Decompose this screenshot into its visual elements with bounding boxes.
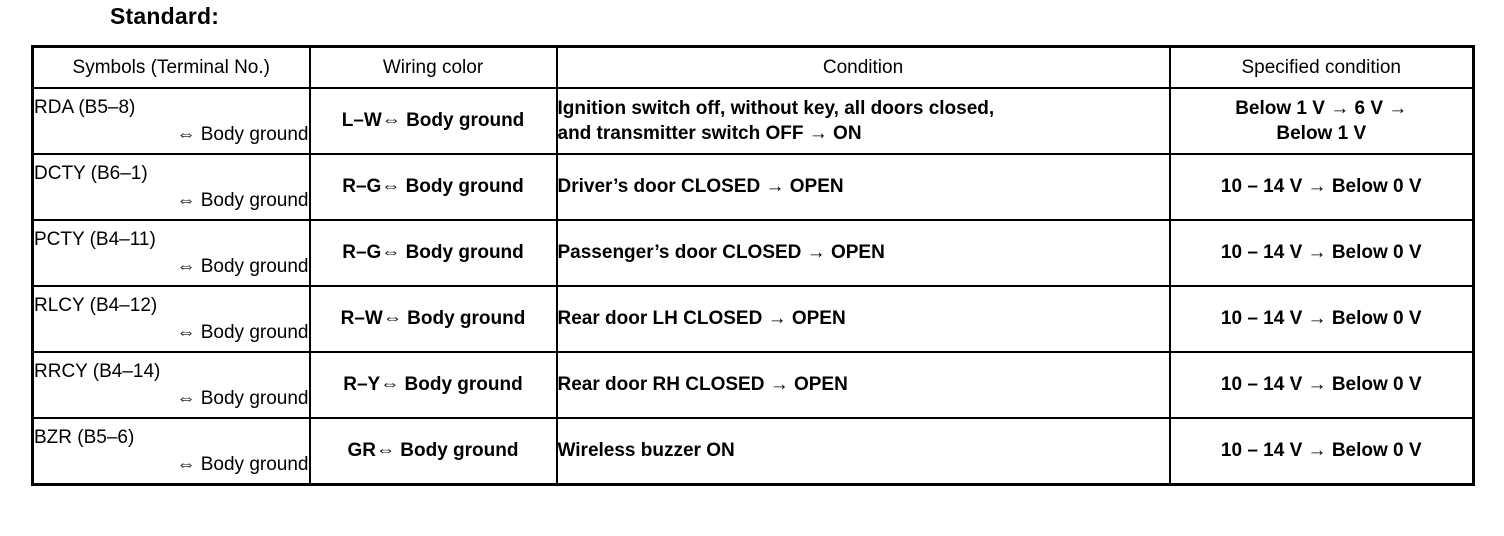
cell-specified-condition: Below 1 V → 6 V → Below 1 V [1168, 87, 1475, 155]
table-row: PCTY (B4–11) ⇔ Body ground R–G⇔ Body gro… [31, 219, 1475, 287]
specified-line: 10 – 14 V → Below 0 V [1220, 242, 1422, 264]
cell-specified-condition: 10 – 14 V → Below 0 V [1168, 285, 1475, 353]
symbol-terminal: PCTY (B4–11) [34, 228, 156, 250]
symbol-terminal: RLCY (B4–12) [34, 294, 158, 316]
condition-line: Rear door RH CLOSED → OPEN [557, 374, 848, 396]
cell-condition: Rear door RH CLOSED → OPEN [555, 351, 1171, 419]
cell-symbols: BZR (B5–6) ⇔ Body ground [31, 417, 311, 486]
specified-line: Below 1 V → 6 V → [1235, 97, 1408, 119]
symbol-terminal: BZR (B5–6) [34, 426, 135, 448]
cell-wiring-color: GR⇔ Body ground [308, 417, 558, 486]
symbol-reference: ⇔ Body ground [176, 388, 309, 409]
table-row: BZR (B5–6) ⇔ Body ground GR⇔ Body ground… [31, 417, 1475, 486]
condition-line: Wireless buzzer ON [557, 440, 735, 462]
symbol-reference: ⇔ Body ground [176, 322, 309, 343]
cell-symbols: RRCY (B4–14) ⇔ Body ground [31, 351, 311, 419]
cell-wiring-color: R–G⇔ Body ground [308, 153, 558, 221]
cell-specified-condition: 10 – 14 V → Below 0 V [1168, 417, 1475, 486]
cell-symbols: RDA (B5–8) ⇔ Body ground [31, 87, 311, 155]
condition-line: Ignition switch off, without key, all do… [557, 97, 995, 119]
symbol-terminal: RDA (B5–8) [34, 96, 136, 118]
symbol-reference: ⇔ Body ground [176, 454, 309, 475]
table-row: RRCY (B4–14) ⇔ Body ground R–Y⇔ Body gro… [31, 351, 1475, 419]
standard-table-container: Symbols (Terminal No.) Wiring color Cond… [31, 45, 1475, 486]
table-header-row: Symbols (Terminal No.) Wiring color Cond… [31, 45, 1475, 89]
table-header: Symbols (Terminal No.) Wiring color Cond… [31, 45, 1475, 89]
cell-symbols: PCTY (B4–11) ⇔ Body ground [31, 219, 311, 287]
page-title: Standard: [110, 3, 220, 29]
cell-specified-condition: 10 – 14 V → Below 0 V [1168, 153, 1475, 221]
cell-condition: Rear door LH CLOSED → OPEN [555, 285, 1171, 353]
cell-wiring-color: R–G⇔ Body ground [308, 219, 558, 287]
cell-wiring-color: R–Y⇔ Body ground [308, 351, 558, 419]
table-row: RLCY (B4–12) ⇔ Body ground R–W⇔ Body gro… [31, 285, 1475, 353]
symbol-terminal: RRCY (B4–14) [34, 360, 161, 382]
table-row: RDA (B5–8) ⇔ Body ground L–W⇔ Body groun… [31, 87, 1475, 155]
cell-specified-condition: 10 – 14 V → Below 0 V [1168, 219, 1475, 287]
cell-wiring-color: L–W⇔ Body ground [308, 87, 558, 155]
cell-condition: Driver’s door CLOSED → OPEN [555, 153, 1171, 221]
cell-wiring-color: R–W⇔ Body ground [308, 285, 558, 353]
column-header-symbols: Symbols (Terminal No.) [31, 45, 311, 89]
specified-line: 10 – 14 V → Below 0 V [1220, 374, 1422, 396]
cell-symbols: RLCY (B4–12) ⇔ Body ground [31, 285, 311, 353]
cell-condition: Ignition switch off, without key, all do… [555, 87, 1171, 155]
cell-specified-condition: 10 – 14 V → Below 0 V [1168, 351, 1475, 419]
table-row: DCTY (B6–1) ⇔ Body ground R–G⇔ Body grou… [31, 153, 1475, 221]
specified-line: Below 1 V [1276, 123, 1367, 144]
symbol-reference: ⇔ Body ground [176, 190, 309, 211]
column-header-condition: Condition [555, 45, 1171, 89]
specified-line: 10 – 14 V → Below 0 V [1220, 440, 1422, 462]
cell-condition: Wireless buzzer ON [555, 417, 1171, 486]
column-header-specified-condition: Specified condition [1168, 45, 1475, 89]
specified-line: 10 – 14 V → Below 0 V [1220, 176, 1422, 198]
condition-line: Driver’s door CLOSED → OPEN [557, 176, 844, 198]
table-body: RDA (B5–8) ⇔ Body ground L–W⇔ Body groun… [31, 87, 1475, 486]
standard-spec-table: Symbols (Terminal No.) Wiring color Cond… [31, 45, 1475, 486]
symbol-reference: ⇔ Body ground [176, 256, 309, 277]
specified-line: 10 – 14 V → Below 0 V [1220, 308, 1422, 330]
symbol-terminal: DCTY (B6–1) [34, 162, 148, 184]
column-header-wiring-color: Wiring color [308, 45, 558, 89]
cell-symbols: DCTY (B6–1) ⇔ Body ground [31, 153, 311, 221]
condition-line: and transmitter switch OFF → ON [557, 123, 862, 144]
symbol-reference: ⇔ Body ground [176, 124, 309, 145]
condition-line: Rear door LH CLOSED → OPEN [557, 308, 846, 330]
cell-condition: Passenger’s door CLOSED → OPEN [555, 219, 1171, 287]
condition-line: Passenger’s door CLOSED → OPEN [557, 242, 885, 264]
